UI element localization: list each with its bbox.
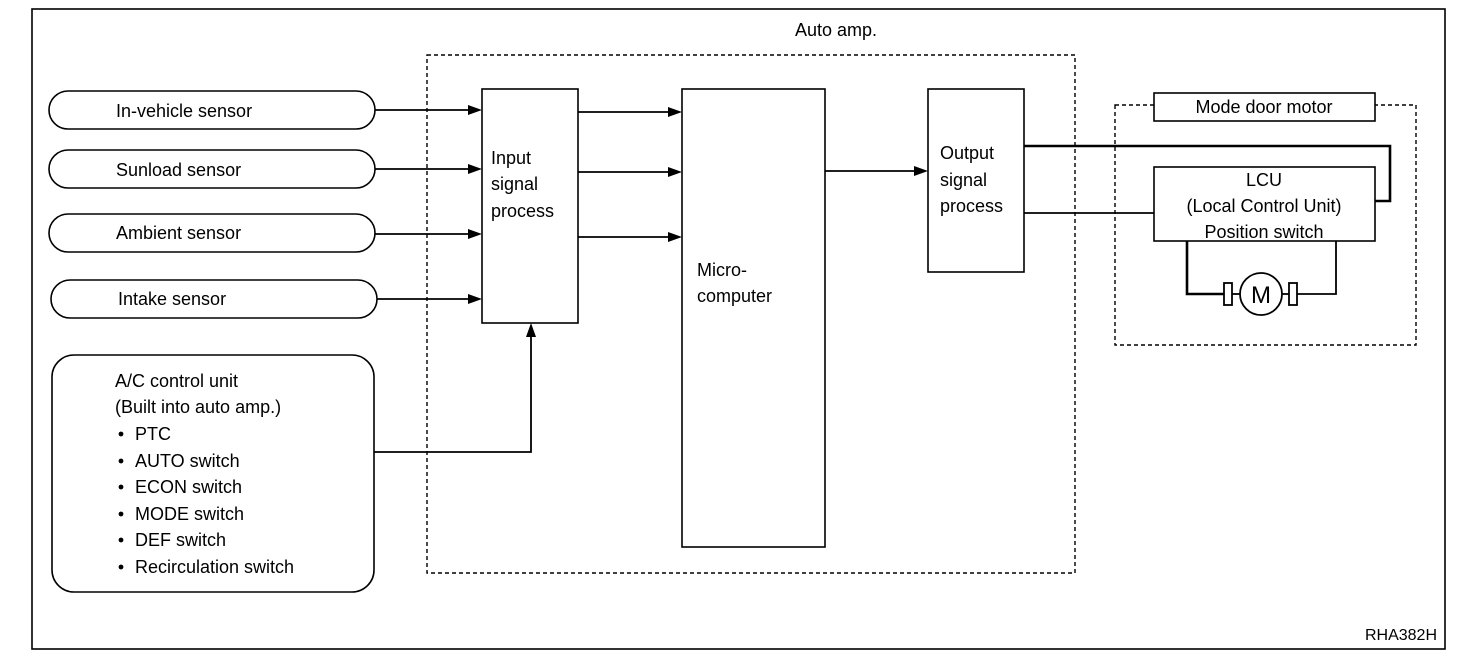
input-block-line1: Input xyxy=(491,148,531,168)
lcu-line2: (Local Control Unit) xyxy=(1186,196,1341,216)
ac-control-items: PTC AUTO switch ECON switch MODE switch … xyxy=(118,424,294,577)
output-block-line3: process xyxy=(940,196,1003,216)
input-signal-process-block: Input signal process xyxy=(481,88,579,324)
motor-icon: M xyxy=(1185,241,1337,316)
micro-block-line2: computer xyxy=(697,286,772,306)
ac-control-wire xyxy=(374,323,536,453)
auto-amp-boundary xyxy=(426,54,1076,574)
output-signal-process-block: Output signal process xyxy=(927,88,1025,273)
ac-control-item: AUTO switch xyxy=(135,451,240,471)
auto-amp-label: Auto amp. xyxy=(795,20,877,40)
sensor-ambient-label: Ambient sensor xyxy=(116,223,241,243)
input-block-line3: process xyxy=(491,201,554,221)
bullet-icon xyxy=(118,431,124,437)
input-to-micro-wires xyxy=(578,107,682,242)
bullet-icon xyxy=(118,484,124,490)
figure-code: RHA382H xyxy=(1365,627,1437,644)
ac-control-title: A/C control unit xyxy=(115,371,238,391)
micro-to-output-wire xyxy=(825,166,928,176)
ac-control-item: MODE switch xyxy=(135,504,244,524)
mode-door-motor-label-box: Mode door motor xyxy=(1153,92,1376,122)
ac-control-item: DEF switch xyxy=(135,530,226,550)
sensor-sunload-label: Sunload sensor xyxy=(116,160,241,180)
sensor-intake-label: Intake sensor xyxy=(118,289,226,309)
sensor-ambient: Ambient sensor xyxy=(48,213,376,253)
output-to-lcu-wires xyxy=(1024,144,1392,214)
bullet-icon xyxy=(118,511,124,517)
sensor-in-vehicle-label: In-vehicle sensor xyxy=(116,101,252,121)
lcu-line3: Position switch xyxy=(1204,222,1323,242)
microcomputer-block: Micro- computer xyxy=(681,88,826,548)
bullet-icon xyxy=(118,458,124,464)
sensor-wires xyxy=(375,105,482,304)
lcu-block: LCU (Local Control Unit) Position switch xyxy=(1153,166,1376,242)
ac-control-unit: A/C control unit (Built into auto amp.) … xyxy=(51,354,375,593)
sensor-in-vehicle: In-vehicle sensor xyxy=(48,90,376,130)
sensor-intake: Intake sensor xyxy=(50,279,378,319)
output-block-line1: Output xyxy=(940,143,994,163)
bullet-icon xyxy=(118,537,124,543)
micro-block-line1: Micro- xyxy=(697,260,747,280)
ac-control-subtitle: (Built into auto amp.) xyxy=(115,397,281,417)
ac-control-item: PTC xyxy=(135,424,171,444)
mode-door-motor-label: Mode door motor xyxy=(1195,97,1332,117)
ac-control-item: Recirculation switch xyxy=(135,557,294,577)
output-block-line2: signal xyxy=(940,170,987,190)
lcu-line1: LCU xyxy=(1246,170,1282,190)
motor-label: M xyxy=(1251,282,1271,309)
outer-frame xyxy=(31,8,1446,650)
sensor-sunload: Sunload sensor xyxy=(48,149,376,189)
input-block-line2: signal xyxy=(491,174,538,194)
bullet-icon xyxy=(118,564,124,570)
ac-control-item: ECON switch xyxy=(135,477,242,497)
